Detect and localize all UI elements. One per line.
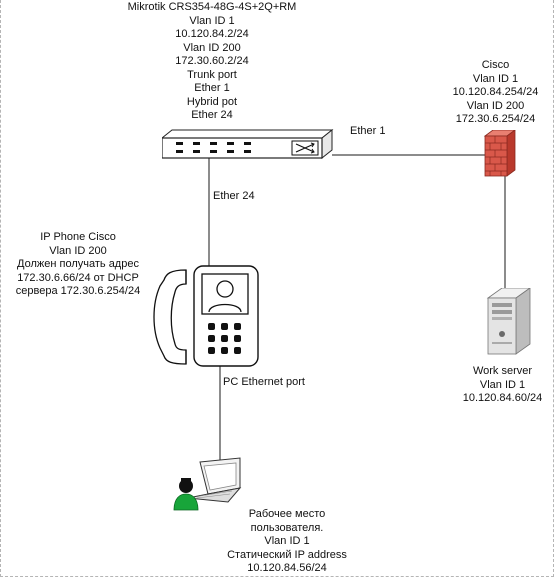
workstation-line: Рабочее место	[248, 508, 326, 520]
router-line: Vlan ID 200	[466, 99, 525, 112]
workstation-line: пользователя.	[250, 521, 324, 534]
switch-line: Hybrid pot	[186, 95, 238, 108]
network-switch-icon	[160, 128, 334, 165]
switch-line: Vlan ID 1	[189, 14, 235, 27]
firewall-icon	[483, 129, 517, 183]
router-line: 172.30.6.254/24	[455, 113, 536, 125]
switch-line: Ether 24	[191, 109, 233, 121]
switch-label: Mikrotik CRS354-48G-4S+2Q+RM Vlan ID 1 1…	[122, 1, 302, 123]
server-label: Work server Vlan ID 1 10.120.84.60/24	[455, 365, 550, 406]
workstation-label: Рабочее место пользователя. Vlan ID 1 Ст…	[212, 508, 362, 576]
phone-line: сервера 172.30.6.254/24	[15, 285, 141, 297]
server-line: 10.120.84.60/24	[462, 392, 543, 404]
server-tower-icon	[484, 287, 532, 363]
phone-line: 172.30.6.66/24 от DHCP	[17, 271, 139, 284]
workstation-line: 10.120.84.56/24	[247, 562, 327, 574]
workstation-line: Vlan ID 1	[264, 535, 310, 547]
phone-line: Vlan ID 200	[49, 244, 107, 257]
router-label: Cisco Vlan ID 1 10.120.84.254/24 Vlan ID…	[438, 59, 553, 127]
switch-line: Mikrotik CRS354-48G-4S+2Q+RM	[127, 1, 297, 13]
router-line: Vlan ID 1	[472, 72, 519, 85]
ip-phone-icon	[148, 264, 260, 375]
router-line: Cisco	[481, 59, 510, 71]
server-line: Vlan ID 1	[479, 378, 526, 391]
phone-label: IP Phone Cisco Vlan ID 200 Должен получа…	[0, 231, 156, 299]
switch-line: Ether 1	[194, 82, 230, 94]
server-line: Work server	[472, 365, 533, 377]
switch-line: Trunk port	[187, 68, 237, 81]
switch-line: Vlan ID 200	[183, 41, 241, 54]
link-label-pc-port: PC Ethernet port	[223, 376, 305, 388]
phone-line: IP Phone Cisco	[40, 231, 116, 243]
link-label-ether24: Ether 24	[213, 190, 255, 202]
switch-line: 10.120.84.2/24	[175, 28, 249, 40]
link-label-ether1: Ether 1	[350, 125, 386, 137]
workstation-line: Статический IP address	[227, 548, 347, 561]
phone-line: Должен получать адрес	[17, 258, 139, 270]
switch-line: 172.30.60.2/24	[175, 55, 249, 67]
laptop-user-icon	[170, 454, 246, 519]
router-line: 10.120.84.254/24	[452, 86, 539, 98]
